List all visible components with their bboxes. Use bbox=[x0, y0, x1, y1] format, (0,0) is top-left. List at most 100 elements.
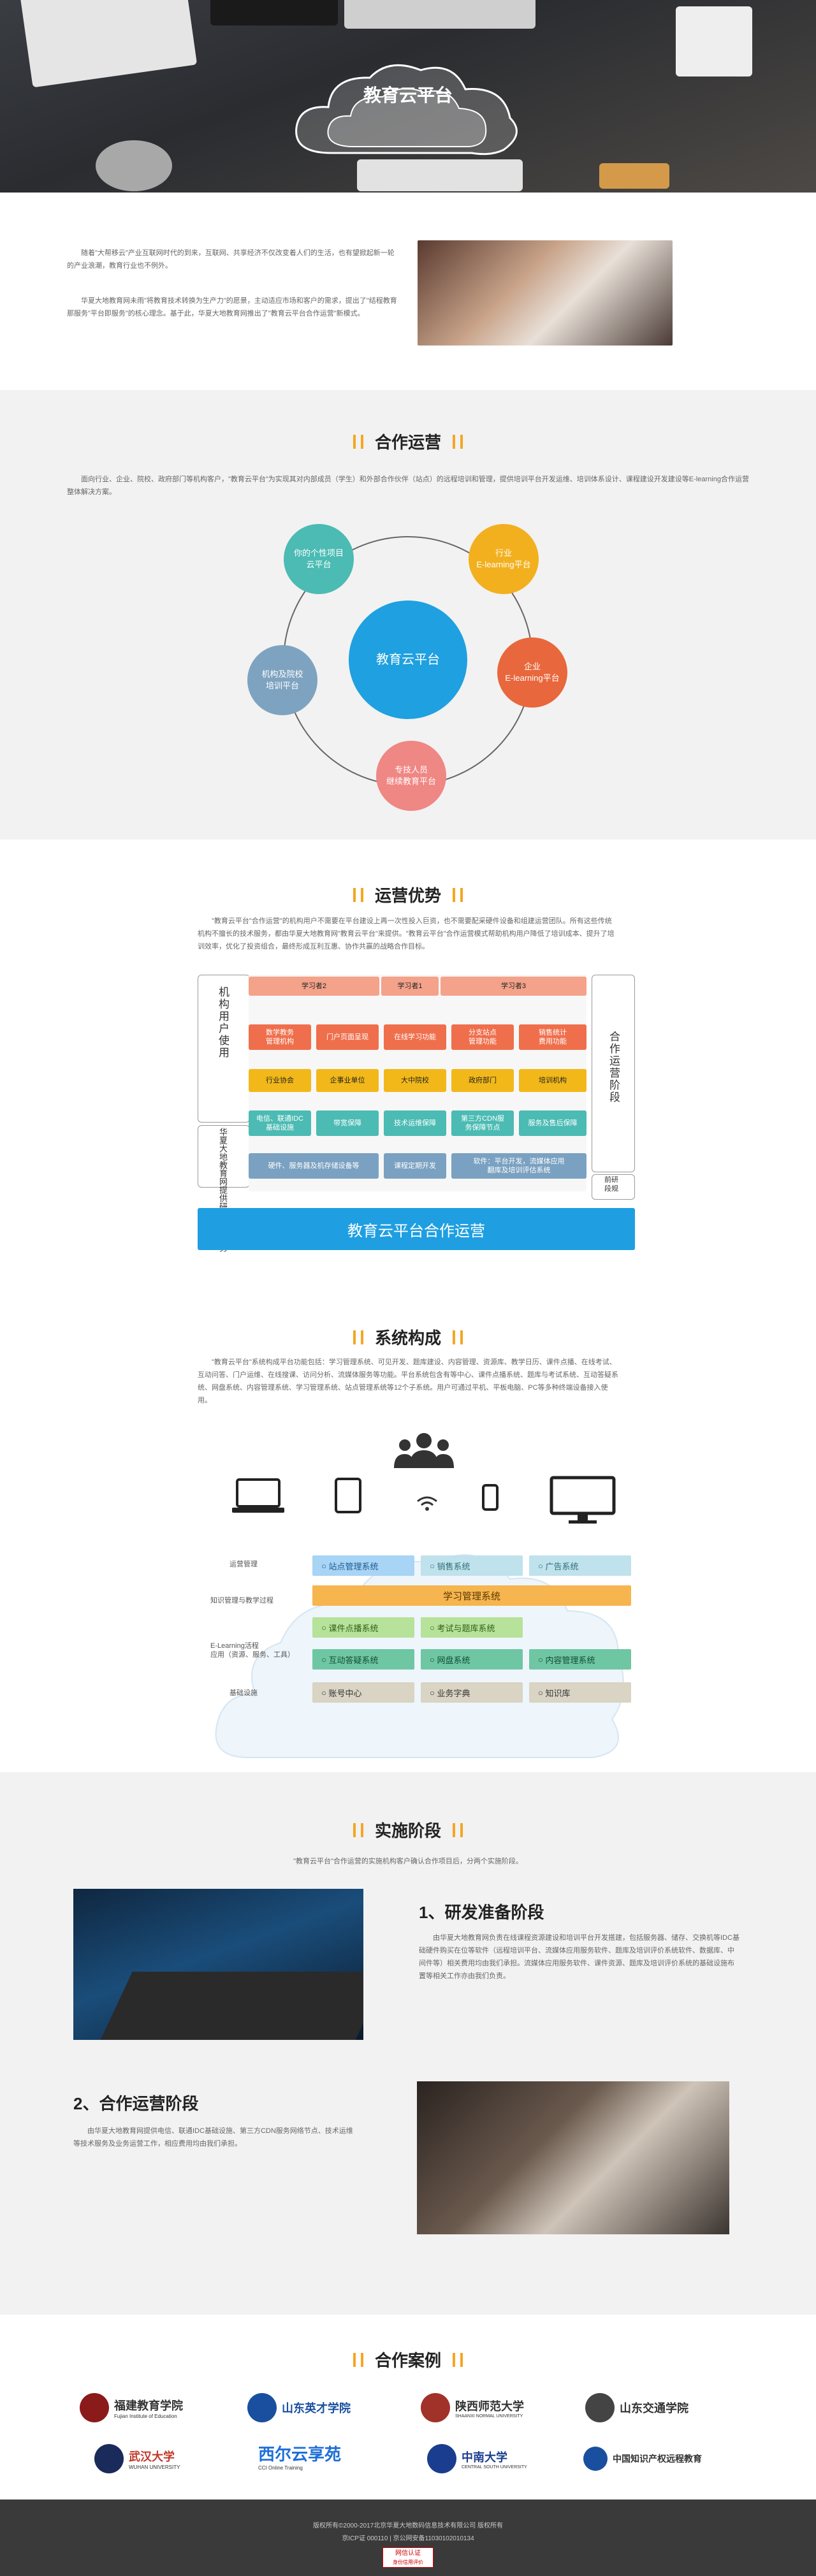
university-seal-icon bbox=[427, 2444, 456, 2473]
icp-text: 京ICP证 000110 | 京公网安备11030102010134 bbox=[342, 2535, 474, 2542]
system-module: ○ 账号中心 bbox=[312, 1682, 414, 1703]
badge-title: 网信认证 bbox=[395, 2550, 421, 2557]
advantages-description: "教育云平台"合作运营"的机构用户不需要在平台建设上再一次性投入巨资，也不需要配… bbox=[198, 917, 615, 950]
institution-box: 企事业单位 bbox=[316, 1069, 379, 1092]
hero-title: 教育云平台 bbox=[363, 85, 453, 105]
infrastructure-box: 带宽保障 bbox=[316, 1110, 379, 1136]
cooperation-node: 机构及院校 培训平台 bbox=[247, 645, 317, 715]
university-seal-icon bbox=[247, 2393, 277, 2422]
university-seal-icon bbox=[94, 2444, 124, 2473]
system-module: 学习管理系统 bbox=[312, 1585, 631, 1606]
section-title: 运营优势 bbox=[0, 883, 816, 906]
right-label-top: 合作运营阶段 bbox=[608, 1031, 620, 1103]
stages-section: 实施阶段 "教育云平台"合作运营的实施机构客户确认合作项目后，分两个实施阶段。 … bbox=[0, 1772, 816, 2315]
tablet-icon bbox=[334, 1477, 362, 1514]
institution-box: 行业协会 bbox=[249, 1069, 311, 1092]
infrastructure-box: 服务及售后保障 bbox=[519, 1110, 586, 1136]
partner-logo: 山东英才学院 bbox=[247, 2391, 351, 2424]
system-module: ○ 课件点播系统 bbox=[312, 1617, 414, 1638]
cooperation-node: 你的个性项目 云平台 bbox=[284, 524, 354, 594]
university-seal-icon bbox=[585, 2393, 615, 2422]
learner-box: 学习者1 bbox=[381, 977, 439, 996]
system-description: "教育云平台"系统构成平台功能包括：学习管理系统、可见开发、题库建设、内容管理、… bbox=[198, 1358, 618, 1404]
footer: 版权所有©2000-2017北京华夏大地数码信息技术有限公司 版权所有 京ICP… bbox=[0, 2500, 816, 2576]
stage1-title: 1、研发准备阶段 bbox=[419, 1903, 544, 1922]
hero-keyboard-image bbox=[344, 0, 536, 29]
university-seal-icon bbox=[421, 2393, 450, 2422]
function-box: 销售统计 费用功能 bbox=[519, 1024, 586, 1050]
system-module: ○ 业务字典 bbox=[421, 1682, 523, 1703]
hero-keyboard-image bbox=[357, 159, 523, 191]
intro-tablet-image bbox=[418, 240, 673, 346]
cooperation-node: 专技人员 继续教育平台 bbox=[376, 741, 446, 811]
stages-description: "教育云平台"合作运营的实施机构客户确认合作项目后，分两个实施阶段。 bbox=[293, 1858, 523, 1865]
partner-logo: 中国知识产权远程教育 bbox=[583, 2442, 702, 2475]
institution-box: 培训机构 bbox=[519, 1069, 586, 1092]
hero-banner: 教育云平台 bbox=[0, 0, 816, 193]
system-module: ○ 考试与题库系统 bbox=[421, 1617, 523, 1638]
system-section: 系统构成 "教育云平台"系统构成平台功能包括：学习管理系统、可见开发、题库建设、… bbox=[0, 1292, 816, 1772]
credit-badge[interactable]: 网信认证 身份信用评价 bbox=[382, 2547, 433, 2568]
copyright-text: 版权所有©2000-2017北京华夏大地数码信息技术有限公司 版权所有 bbox=[313, 2522, 503, 2529]
stage2-meeting-image bbox=[417, 2081, 729, 2234]
ip-logo-icon bbox=[583, 2447, 608, 2471]
stage1-code-image bbox=[73, 1889, 363, 2040]
hero-cloud-icon bbox=[295, 64, 518, 156]
university-seal-icon bbox=[80, 2393, 109, 2422]
function-box: 数学教务 管理机构 bbox=[249, 1024, 311, 1050]
intro-paragraph: 随着"大帮移云"产业互联网时代的到来，互联网、共享经济不仅改变着人们的生活，也有… bbox=[67, 249, 395, 270]
left-layer-label: E-Learning活程 应用（资源、服务、工具） bbox=[210, 1642, 295, 1659]
intro-section: 随着"大帮移云"产业互联网时代的到来，互联网、共享经济不仅改变着人们的生活，也有… bbox=[0, 193, 816, 390]
system-module: ○ 内容管理系统 bbox=[529, 1649, 631, 1670]
learner-box: 学习者2 bbox=[249, 977, 379, 996]
hero-phone-image bbox=[676, 6, 752, 76]
users-icon bbox=[389, 1431, 459, 1469]
service-box: 课程定期开发 bbox=[384, 1153, 446, 1179]
hero-headphones-image bbox=[96, 140, 172, 191]
stage2-title: 2、合作运营阶段 bbox=[73, 2094, 199, 2113]
right-bracket bbox=[592, 975, 635, 1172]
institution-box: 政府部门 bbox=[451, 1069, 514, 1092]
partner-logo: 山东交通学院 bbox=[585, 2391, 688, 2424]
hero-wallet-image bbox=[599, 163, 669, 189]
section-title: 系统构成 bbox=[0, 1325, 816, 1349]
badge-subtitle: 身份信用评价 bbox=[393, 2559, 423, 2565]
left-layer-label: 基础设施 bbox=[229, 1689, 258, 1697]
system-module: ○ 广告系统 bbox=[529, 1555, 631, 1576]
learner-box: 学习者3 bbox=[441, 977, 586, 996]
section-title: 合作运营 bbox=[0, 430, 816, 453]
function-box: 门户页面呈现 bbox=[316, 1024, 379, 1050]
left-layer-label: 运营管理 bbox=[229, 1561, 258, 1568]
left-layer-label: 知识管理与教学过程 bbox=[210, 1597, 273, 1605]
function-box: 分支站点 管理功能 bbox=[451, 1024, 514, 1050]
cooperation-center: 教育云平台 bbox=[349, 600, 467, 719]
system-module: ○ 销售系统 bbox=[421, 1555, 523, 1576]
left-label-top: 机构用户使用 bbox=[217, 986, 229, 1059]
cooperation-description: 面向行业、企业、院校、政府部门等机构客户，"教育云平台"为实现其对内部成员（学生… bbox=[67, 476, 749, 496]
cooperation-node: 行业 E-learning平台 bbox=[469, 524, 539, 594]
infrastructure-box: 技术运维保障 bbox=[384, 1110, 446, 1136]
wifi-icon bbox=[414, 1494, 440, 1513]
hero-laptop-image bbox=[19, 0, 198, 88]
function-box: 在线学习功能 bbox=[384, 1024, 446, 1050]
right-bracket bbox=[592, 1174, 635, 1200]
system-module: ○ 站点管理系统 bbox=[312, 1555, 414, 1576]
system-module: ○ 互动答疑系统 bbox=[312, 1649, 414, 1670]
service-box: 软件：平台开发，流媒体应用 翻库及培训评估系统 bbox=[451, 1153, 586, 1179]
section-title: 实施阶段 bbox=[0, 1818, 816, 1842]
hero-laptop-image bbox=[210, 0, 338, 25]
stage1-description: 由华夏大地教育网负责在线课程资源建设和培训平台开发搭建，包括服务器、储存、交换机… bbox=[419, 1934, 740, 1980]
laptop-icon bbox=[231, 1478, 286, 1514]
infrastructure-box: 第三方CDN服 务保障节点 bbox=[451, 1110, 514, 1136]
institution-box: 大中院校 bbox=[384, 1069, 446, 1092]
advantages-section: 运营优势 "教育云平台"合作运营"的机构用户不需要在平台建设上再一次性投入巨资，… bbox=[0, 840, 816, 1292]
phone-icon bbox=[481, 1483, 499, 1511]
right-label-bottom: 前研段规 bbox=[604, 1176, 618, 1193]
desktop-icon bbox=[550, 1476, 616, 1524]
advantages-banner: 教育云平台合作运营 bbox=[198, 1208, 635, 1250]
stage2-description: 由华夏大地教育网提供电信、联通IDC基础设施、第三方CDN服务网络节点、技术运维… bbox=[73, 2127, 353, 2148]
